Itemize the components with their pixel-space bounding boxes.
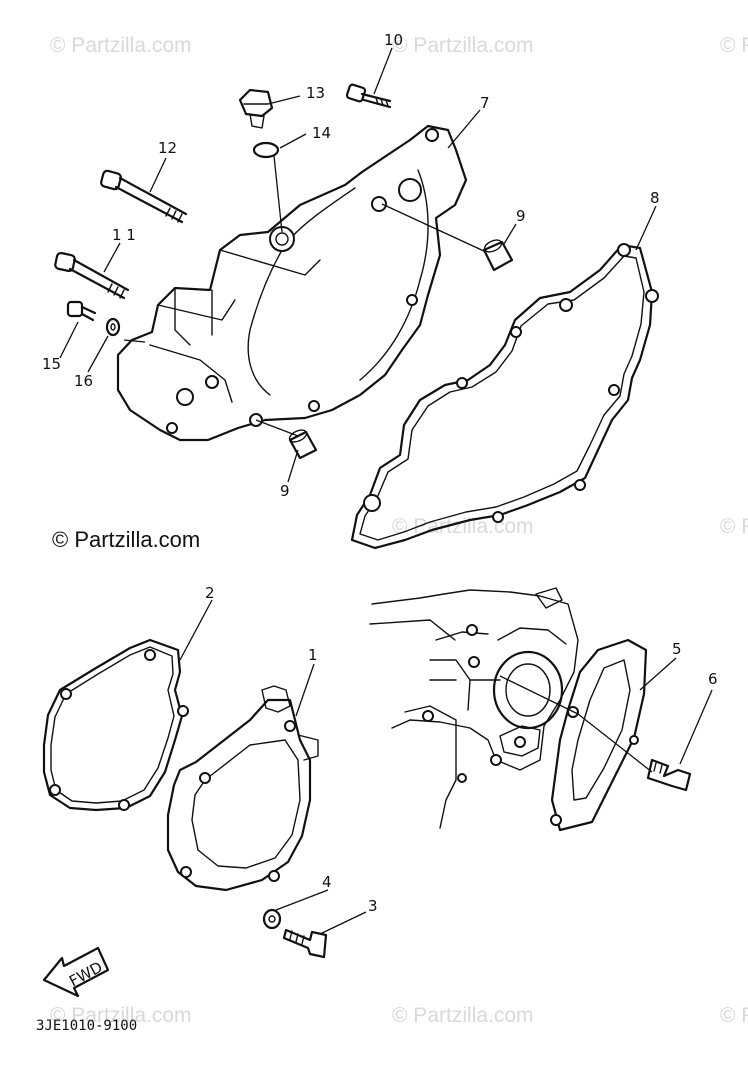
leader-lines <box>59 47 713 935</box>
screw-3 <box>282 928 328 959</box>
callout-1: 1 <box>308 646 318 664</box>
watermark-bottom-right: © Partzilla.com <box>720 1004 748 1027</box>
generator-cover <box>166 685 319 892</box>
bolt-10 <box>345 83 392 109</box>
callout-7: 7 <box>480 94 490 112</box>
fwd-arrow: FWD <box>42 946 110 998</box>
bolt-15 <box>66 300 97 322</box>
callout-9-upper: 9 <box>516 207 526 225</box>
callout-10: 10 <box>384 31 403 49</box>
callout-11: 1 1 <box>112 226 136 244</box>
generator-gasket <box>42 638 189 812</box>
callout-15: 15 <box>42 355 61 373</box>
dowel-9-upper <box>482 239 514 272</box>
engine-case <box>369 587 579 829</box>
watermark-top-left: © Partzilla.com <box>50 34 192 57</box>
plug-13 <box>238 88 274 129</box>
watermark-layer: © Partzilla.com © Partzilla.com © Partzi… <box>50 34 748 1027</box>
dowel-9-lower <box>288 429 318 460</box>
callout-8: 8 <box>650 189 660 207</box>
callout-13: 13 <box>306 84 325 102</box>
callout-6: 6 <box>708 670 718 688</box>
bolt-6 <box>646 758 692 792</box>
watermark-bottom-left: © Partzilla.com <box>50 1004 192 1027</box>
watermark-mid-right: © Partzilla.com <box>720 515 748 538</box>
washer-16 <box>105 317 121 337</box>
crankcase-gasket <box>350 243 659 550</box>
bolt-11 <box>54 251 130 300</box>
callout-14: 14 <box>312 124 331 142</box>
callouts: 10 13 14 12 1 1 15 16 7 9 9 8 2 1 4 3 5 … <box>42 31 718 915</box>
diagram-code: 3JE1010-9100 <box>36 1018 137 1034</box>
callout-3: 3 <box>368 897 378 915</box>
washer-4 <box>262 908 282 930</box>
watermark-top-center: © Partzilla.com <box>392 34 534 57</box>
callout-4: 4 <box>322 873 332 891</box>
water-pump-cover <box>550 638 648 832</box>
o-ring-14 <box>252 141 280 159</box>
partzilla-credit: © Partzilla.com <box>52 527 200 552</box>
callout-16: 16 <box>74 372 93 390</box>
callout-9-lower: 9 <box>280 482 290 500</box>
bolt-12 <box>100 169 188 224</box>
callout-5: 5 <box>672 640 682 658</box>
crankcase-cover <box>116 124 468 442</box>
watermark-mid-center: © Partzilla.com <box>392 515 534 538</box>
callout-2: 2 <box>205 584 215 602</box>
callout-12: 12 <box>158 139 177 157</box>
watermark-bottom-center: © Partzilla.com <box>392 1004 534 1027</box>
watermark-top-right: © Partzilla.com <box>720 34 748 57</box>
